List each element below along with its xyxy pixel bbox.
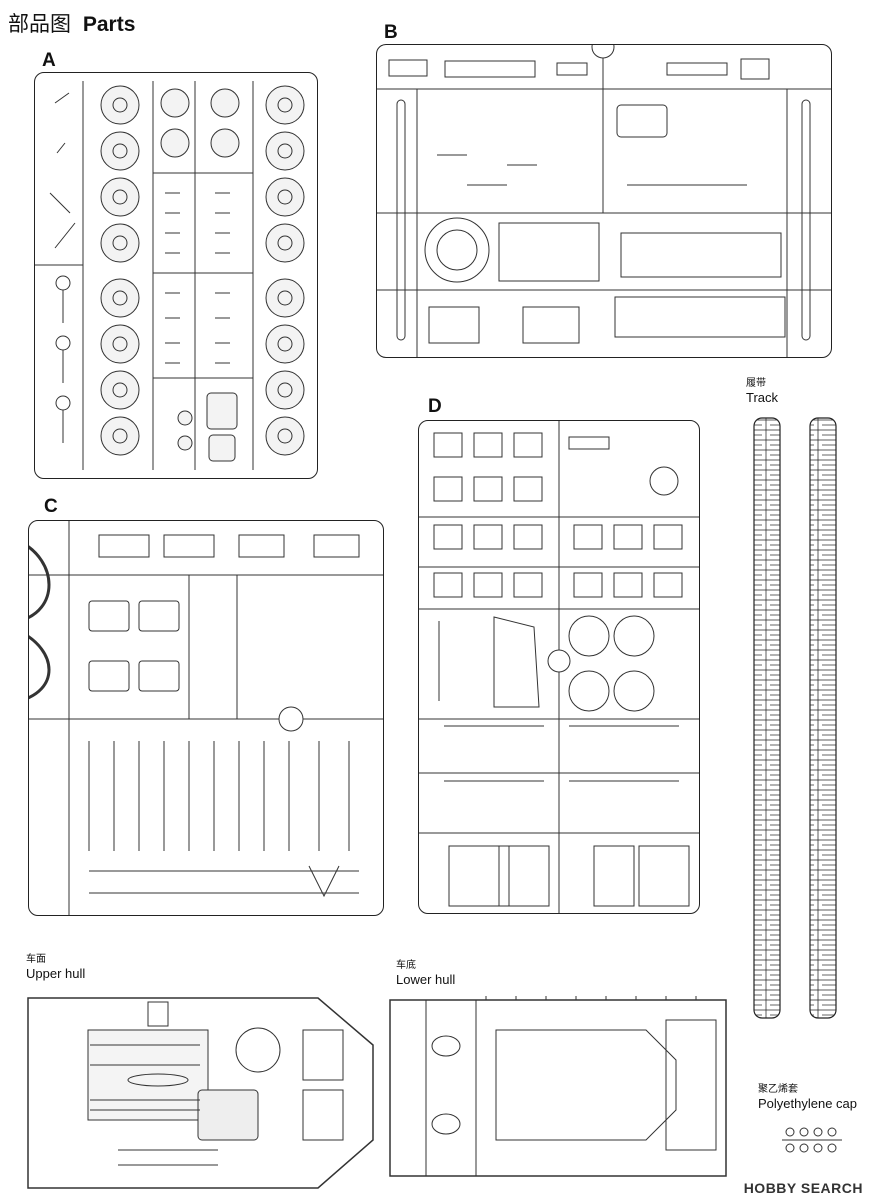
upper-hull-drawing bbox=[27, 997, 374, 1189]
track-label: 履带 Track bbox=[746, 378, 778, 405]
sprue-d-frame bbox=[418, 420, 700, 914]
sprue-a-frame bbox=[34, 72, 318, 479]
lower-hull-drawing bbox=[389, 996, 727, 1177]
sprue-c-letter: C bbox=[44, 496, 58, 517]
watermark: HOBBY SEARCH bbox=[743, 1180, 863, 1196]
sprue-c-frame bbox=[28, 520, 384, 916]
upper-hull-label-en: Upper hull bbox=[26, 966, 86, 981]
poly-cap-label-zh: 聚乙烯套 bbox=[758, 1084, 798, 1095]
page-title-en: Parts bbox=[82, 13, 136, 36]
lower-hull-label-en: Lower hull bbox=[396, 972, 456, 987]
sprue-d-drawing bbox=[419, 421, 699, 913]
sprue-b-letter: B bbox=[384, 22, 398, 43]
sprue-b-drawing bbox=[377, 45, 831, 357]
page-title: 部品图 Parts bbox=[8, 8, 135, 38]
track-label-zh: 履带 bbox=[746, 378, 766, 389]
lower-hull-label: 车底 Lower hull bbox=[396, 960, 455, 987]
sprue-a-drawing bbox=[35, 81, 305, 470]
upper-hull-label-zh: 车面 bbox=[26, 954, 46, 965]
sprue-a-letter: A bbox=[42, 50, 56, 71]
upper-hull-label: 车面 Upper hull bbox=[26, 954, 85, 981]
lower-hull-label-zh: 车底 bbox=[396, 960, 416, 971]
sprue-d-letter: D bbox=[428, 396, 442, 417]
track-label-en: Track bbox=[746, 390, 779, 405]
track-drawing bbox=[753, 417, 837, 1019]
page-title-zh: 部品图 bbox=[8, 13, 71, 36]
sprue-b-frame bbox=[376, 44, 832, 358]
poly-cap-label-en: Polyethylene cap bbox=[758, 1096, 858, 1111]
poly-cap-label: 聚乙烯套 Polyethylene cap bbox=[758, 1084, 857, 1111]
sprue-c-drawing bbox=[29, 521, 383, 915]
poly-cap-drawing bbox=[782, 1127, 842, 1153]
